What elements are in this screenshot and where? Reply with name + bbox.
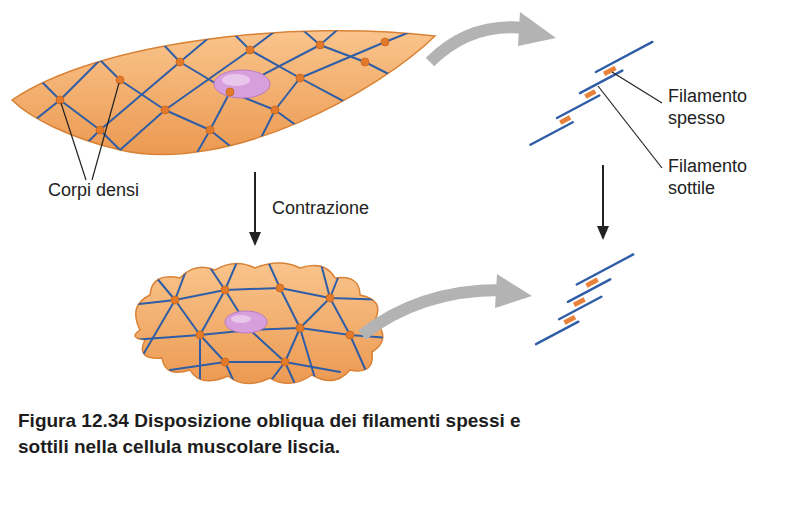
- label-text: Filamento spesso: [668, 86, 778, 129]
- label-text: Corpi densi: [48, 180, 178, 202]
- relaxed-cell: [10, 10, 440, 180]
- label-text: Contrazione: [272, 198, 412, 220]
- figure-caption: Figura 12.34 Disposizione obliqua dei fi…: [18, 408, 558, 459]
- zoom-arrows: [362, 12, 556, 335]
- filaments-relaxed: [515, 42, 669, 145]
- leader-lines: [598, 72, 662, 168]
- leader-lines: [61, 83, 119, 180]
- filaments-contracted: [520, 254, 649, 344]
- down-arrow: [249, 172, 261, 246]
- down-arrow: [597, 165, 609, 240]
- contracted-cell: [130, 255, 390, 395]
- label-text: Filamento sottile: [668, 156, 778, 199]
